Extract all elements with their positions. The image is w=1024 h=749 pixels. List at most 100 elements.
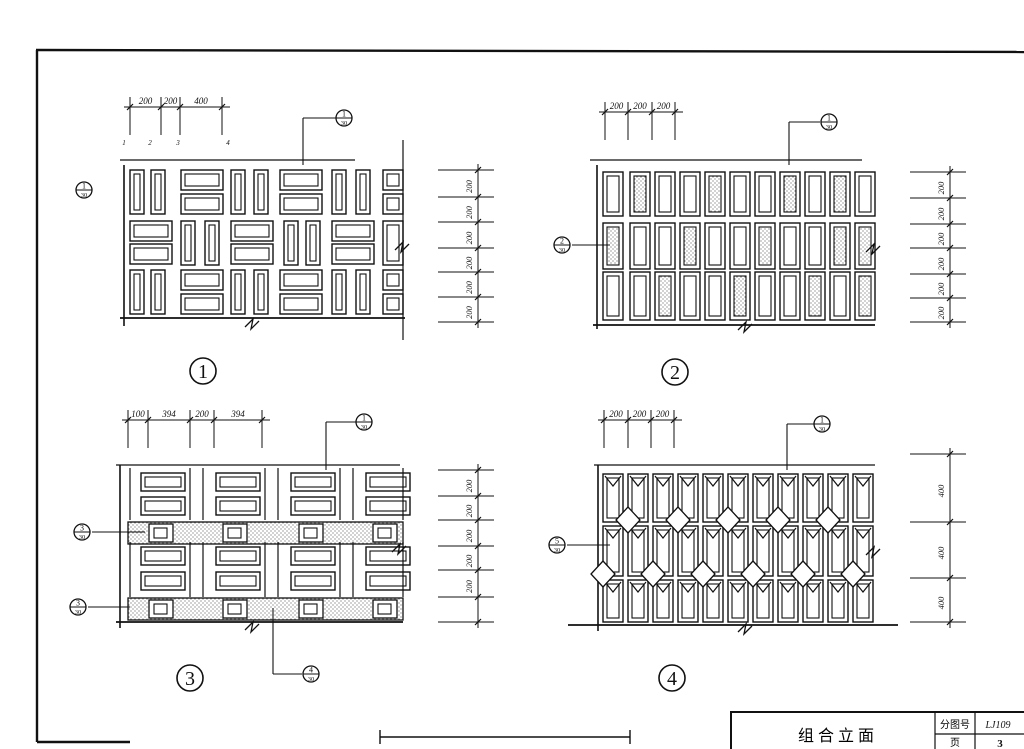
dimension-tick	[946, 244, 954, 252]
chevron-mark	[829, 475, 847, 487]
panel-4-section-mark-left-denominator: 30	[554, 547, 561, 554]
hollow-block	[854, 171, 876, 217]
break-line-symbol	[865, 242, 881, 256]
block-void	[833, 226, 847, 266]
dimension-tick	[258, 416, 266, 424]
block-void	[681, 583, 695, 619]
block-void	[335, 247, 371, 261]
hollow-block	[602, 271, 624, 321]
block-void	[833, 175, 847, 213]
block-void	[377, 527, 392, 539]
block-void	[656, 529, 670, 573]
dimension-tick	[186, 416, 194, 424]
panel-2-section-mark-left-numerator: 2	[560, 237, 564, 246]
panel-2-side-dim-0: 200	[936, 181, 946, 195]
block-void	[731, 583, 745, 619]
hollow-block	[729, 271, 751, 321]
panel-2-side-dim-1: 200	[936, 207, 946, 221]
panel-1-side-dim-5: 200	[464, 305, 474, 319]
panel-2-top-dim-2: 200	[657, 101, 671, 111]
hollow-block	[331, 243, 375, 265]
panel-2-side-dim-4: 200	[936, 282, 946, 296]
dimension-tick	[624, 416, 632, 424]
block-void	[386, 173, 400, 187]
block-void	[808, 275, 822, 317]
hollow-block	[704, 271, 726, 321]
panel-3-side-dim-4: 200	[464, 579, 474, 593]
panel-3-section-mark-top-numerator: 1	[362, 414, 366, 423]
hollow-block	[290, 496, 336, 516]
dimension-tick	[144, 416, 152, 424]
block-void	[386, 273, 400, 287]
block-void	[294, 476, 332, 488]
block-void	[133, 273, 141, 311]
block-void	[227, 527, 242, 539]
title-block-atlas-label: 分图号	[940, 719, 970, 731]
panel-2-top-dim-1: 200	[633, 101, 647, 111]
dimension-tick	[474, 293, 482, 301]
hollow-block	[629, 171, 651, 217]
hollow-block	[752, 473, 774, 523]
block-void	[733, 175, 747, 213]
panel-3-section-mark-bottom-numerator: 4	[309, 666, 313, 675]
block-void	[219, 476, 257, 488]
panel-1-side-dim-2: 200	[464, 231, 474, 245]
block-void	[184, 173, 220, 187]
hollow-block	[180, 269, 224, 291]
break-line-symbol	[244, 620, 260, 634]
block-void	[781, 529, 795, 573]
hollow-block	[129, 269, 145, 315]
hollow-block	[629, 222, 651, 270]
block-void	[369, 500, 407, 512]
dimension-tick	[624, 108, 632, 116]
break-line-symbol	[391, 542, 407, 556]
dimension-tick	[946, 518, 954, 526]
chevron-mark	[629, 475, 647, 487]
panel-1-side-dim-1: 200	[464, 205, 474, 219]
block-void	[144, 575, 182, 587]
block-void	[234, 273, 242, 311]
block-void	[783, 226, 797, 266]
block-void	[287, 224, 295, 262]
panel-1-top-dim-2: 400	[194, 96, 208, 106]
block-void	[606, 583, 620, 619]
block-void	[858, 175, 872, 213]
hollow-block	[230, 220, 274, 242]
panel-1-number: 1	[198, 361, 208, 383]
block-void	[369, 550, 407, 562]
block-void	[294, 500, 332, 512]
block-void	[359, 173, 367, 211]
scale-line	[379, 730, 631, 744]
chevron-mark	[729, 527, 747, 539]
block-void	[783, 275, 797, 317]
block-void	[731, 529, 745, 573]
dimension-tick	[126, 103, 134, 111]
hollow-block	[602, 579, 624, 623]
block-void	[681, 529, 695, 573]
block-void	[658, 226, 672, 266]
panel-3-top-dim-0: 100	[131, 409, 145, 419]
break-line-symbol	[865, 545, 881, 559]
hollow-block	[754, 222, 776, 270]
block-void	[633, 275, 647, 317]
break-line-symbol	[244, 317, 260, 331]
block-void	[831, 529, 845, 573]
block-void	[133, 247, 169, 261]
chevron-mark	[654, 581, 672, 593]
dimension-tick	[474, 566, 482, 574]
dimension-tick	[124, 416, 132, 424]
title-block-title: 组合立面	[798, 726, 878, 745]
panel-2-side-dim-2: 200	[936, 232, 946, 246]
title-block-page-label: 页	[950, 737, 960, 749]
hollow-block	[180, 169, 224, 191]
panel-1-section-mark-left-numerator: 1	[82, 182, 86, 191]
block-void	[783, 175, 797, 213]
block-void	[731, 477, 745, 519]
panel-3-side-dim-2: 200	[464, 529, 474, 543]
chevron-mark	[729, 581, 747, 593]
hollow-block	[279, 269, 323, 291]
dimension-tick	[946, 294, 954, 302]
square-block	[298, 523, 324, 543]
hollow-block	[677, 579, 699, 623]
dimension-tick	[474, 542, 482, 550]
